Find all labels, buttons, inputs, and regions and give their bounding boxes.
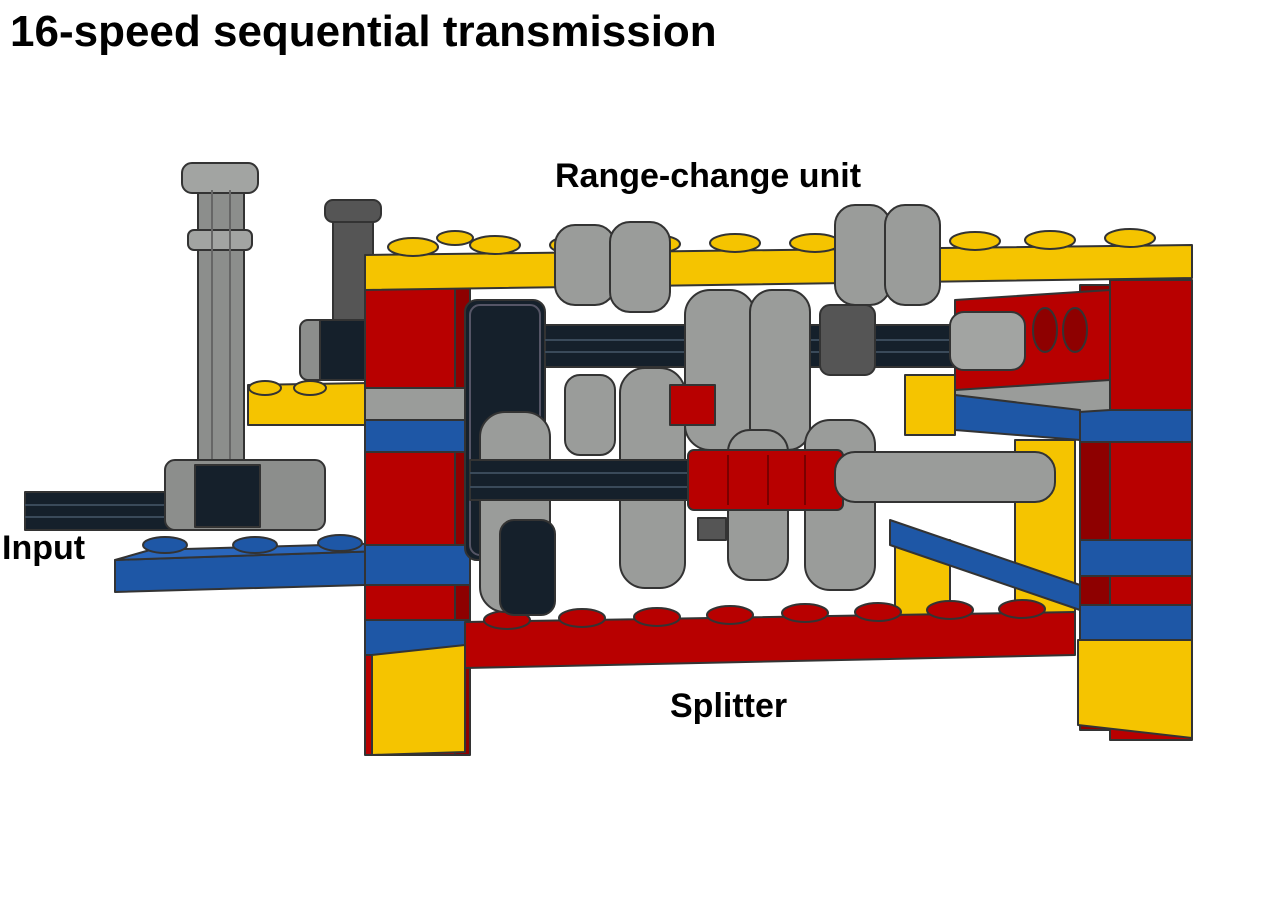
splitter-tube [687, 449, 844, 511]
splitter-label: Splitter [670, 687, 788, 725]
gray-shift-post [197, 177, 245, 469]
lower-axle [469, 459, 701, 501]
input-label: Input [2, 529, 86, 567]
bottom-red-beam [464, 611, 1076, 669]
range-change-unit-label: Range-change unit [555, 157, 862, 195]
page-title: 16-speed sequential transmission [10, 7, 717, 56]
